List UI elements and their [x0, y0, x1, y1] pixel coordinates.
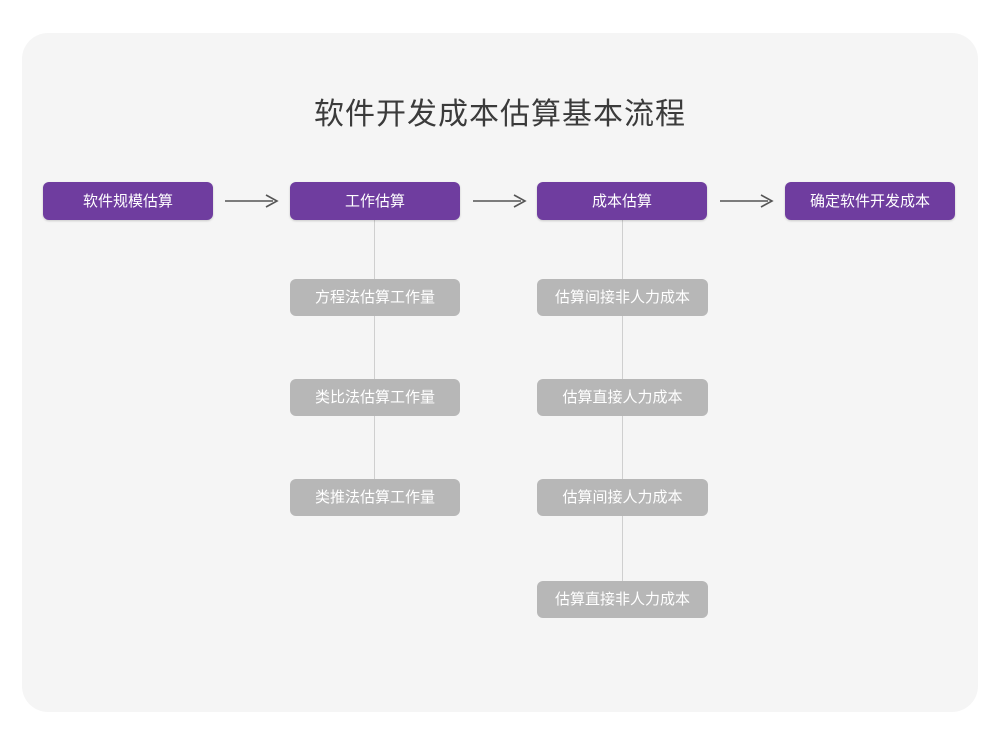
substep-box-direct-nonlabor-cost[interactable]: 估算直接非人力成本: [537, 581, 708, 618]
arrow-right-icon: [473, 193, 529, 209]
substep-box-equation-method-workload[interactable]: 方程法估算工作量: [290, 279, 460, 316]
diagram-card: 软件开发成本估算基本流程 软件规模估算 工作估算 成本估算 确定软件开发成本 方…: [22, 33, 978, 712]
step-box-software-scale-estimation[interactable]: 软件规模估算: [43, 182, 213, 220]
step-box-determine-development-cost[interactable]: 确定软件开发成本: [785, 182, 955, 220]
substep-box-indirect-labor-cost[interactable]: 估算间接人力成本: [537, 479, 708, 516]
substep-box-indirect-nonlabor-cost[interactable]: 估算间接非人力成本: [537, 279, 708, 316]
step-box-cost-estimation[interactable]: 成本估算: [537, 182, 707, 220]
step-box-work-estimation[interactable]: 工作估算: [290, 182, 460, 220]
substep-box-direct-labor-cost[interactable]: 估算直接人力成本: [537, 379, 708, 416]
substep-box-analogy-method-workload[interactable]: 类比法估算工作量: [290, 379, 460, 416]
arrow-right-icon: [225, 193, 281, 209]
connector-line-cost-estimation: [622, 220, 623, 616]
substep-box-inference-method-workload[interactable]: 类推法估算工作量: [290, 479, 460, 516]
arrow-right-icon: [720, 193, 776, 209]
page-title: 软件开发成本估算基本流程: [314, 97, 686, 132]
connector-line-work-estimation: [374, 220, 375, 513]
